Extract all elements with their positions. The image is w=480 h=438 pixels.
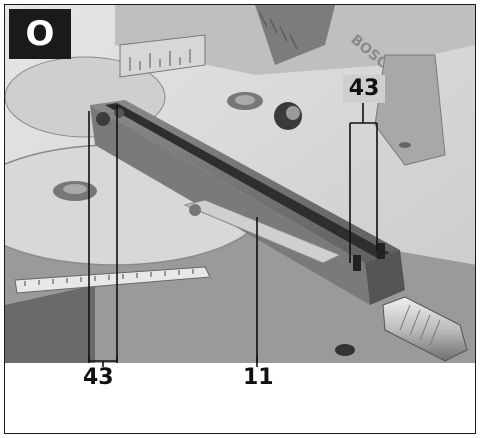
rail-groove	[105, 103, 390, 258]
guide-bar-rivet	[189, 204, 201, 216]
guide-bar	[183, 199, 342, 264]
screw-43-left-a	[96, 112, 110, 126]
fence-ruler	[119, 34, 206, 78]
saw-blade	[255, 5, 335, 65]
clamp-knob-grip	[399, 304, 441, 346]
figure-letter-badge: O	[9, 9, 71, 59]
sliding-rail-side	[90, 105, 370, 305]
clamp-knob	[382, 296, 468, 362]
callout-43-bottom-left: 43	[83, 365, 114, 390]
miter-scale	[14, 266, 211, 294]
table-screw-head	[235, 95, 255, 105]
sliding-rail-end	[365, 250, 405, 305]
rubber-foot	[335, 344, 355, 356]
screw-43-right-a	[353, 255, 361, 271]
figure-o: BOSCH	[4, 4, 476, 434]
miter-saw-photo: BOSCH	[5, 5, 475, 363]
turntable-bolt-head	[63, 184, 87, 194]
bottom-bracket	[88, 355, 258, 367]
blade-teeth	[259, 12, 298, 50]
callout-11-bottom: 11	[243, 365, 274, 390]
callout-43-top-right: 43	[343, 75, 385, 103]
base-foot-left	[5, 285, 95, 363]
side-housing	[374, 54, 446, 166]
lock-knob-cap	[286, 106, 300, 120]
screw-43-left-b	[114, 108, 124, 118]
screw-43-right-b	[377, 243, 385, 259]
miter-scale-ticks	[24, 269, 194, 286]
housing-screw	[399, 142, 411, 148]
fence-ruler-ticks	[129, 49, 191, 71]
callout-leaders	[88, 100, 378, 363]
